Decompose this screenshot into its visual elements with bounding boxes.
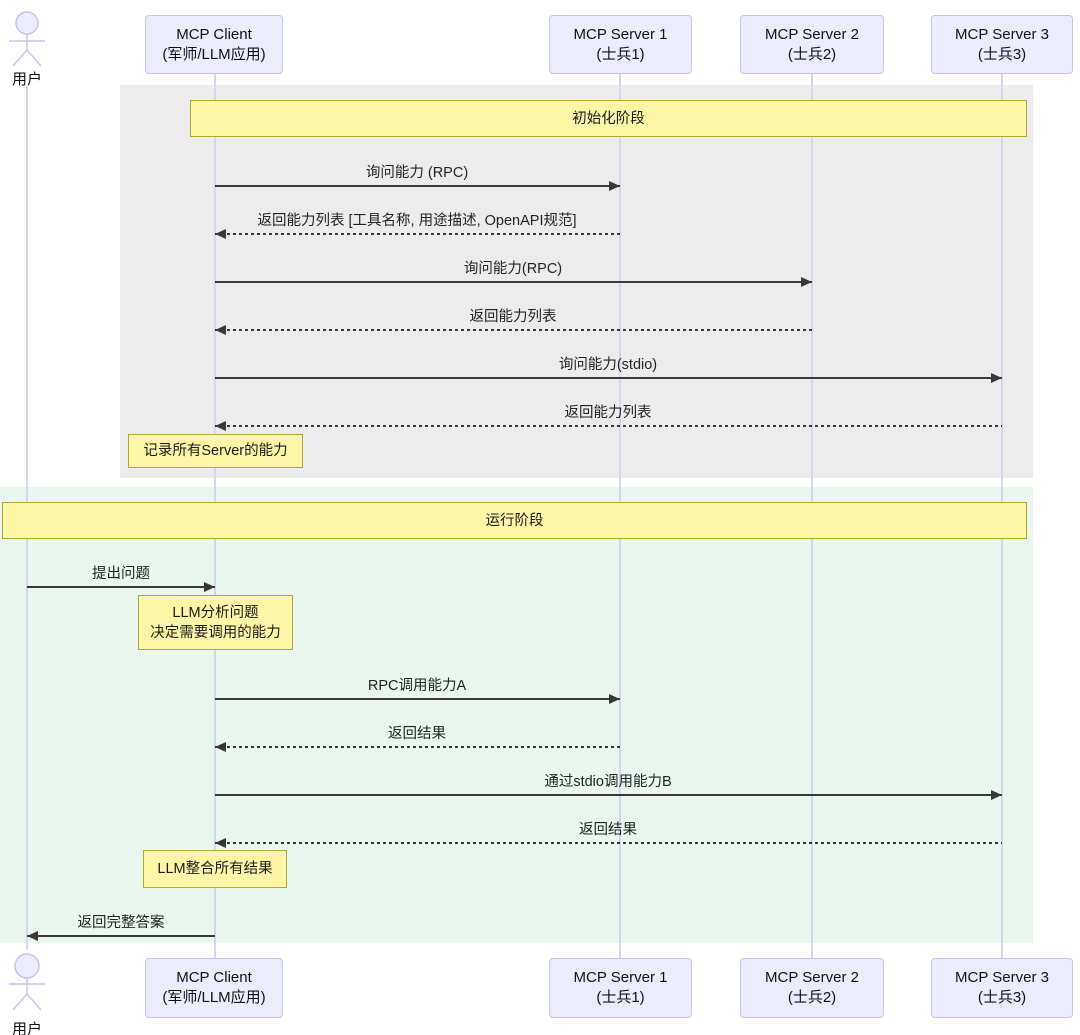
note-llm-analyze: LLM分析问题 决定需要调用的能力 (138, 595, 293, 650)
arrowhead-left-icon (215, 421, 226, 431)
participant-box-mcp-server-3-bottom: MCP Server 3 (士兵3) (931, 958, 1073, 1018)
note-text: LLM分析问题 (172, 604, 259, 621)
phase-banner-init: 初始化阶段 (190, 100, 1027, 137)
message-10-label: 通过stdio调用能力B (544, 774, 672, 790)
arrowhead-left-icon (215, 742, 226, 752)
message-4-label: 返回能力列表 (469, 309, 557, 325)
participant-box-mcp-client-bottom: MCP Client (军师/LLM应用) (145, 958, 283, 1018)
phase-banner-run: 运行阶段 (2, 502, 1027, 539)
note-text: 决定需要调用的能力 (150, 624, 281, 641)
arrowhead-left-icon (215, 838, 226, 848)
message-1-label: 询问能力 (RPC) (365, 165, 469, 181)
arrowhead-left-icon (215, 229, 226, 239)
message-9-arrow (215, 742, 620, 752)
message-6-arrow (215, 421, 1002, 431)
arrowhead-right-icon (801, 277, 812, 287)
message-3-arrow (215, 277, 812, 287)
message-3-label: 询问能力(RPC) (463, 261, 563, 277)
participant-subtitle: (军师/LLM应用) (162, 989, 266, 1006)
arrowhead-left-icon (27, 931, 38, 941)
message-1-arrow (215, 181, 620, 191)
participant-box-mcp-server-2-top: MCP Server 2 (士兵2) (740, 15, 884, 74)
user-actor-icon (9, 11, 45, 67)
actor-user-top (0, 10, 54, 70)
participant-name: MCP Server 1 (573, 969, 668, 986)
participant-name: MCP Client (176, 969, 252, 986)
participant-box-mcp-server-1-bottom: MCP Server 1 (士兵1) (549, 958, 692, 1018)
participant-subtitle: (士兵1) (596, 45, 645, 63)
participant-box-mcp-client-top: MCP Client (军师/LLM应用) (145, 15, 283, 74)
participant-subtitle: (士兵3) (977, 989, 1027, 1006)
participant-name: MCP Server 3 (955, 25, 1049, 43)
message-8-arrow (215, 694, 620, 704)
note-llm-merge: LLM整合所有结果 (143, 850, 287, 888)
participant-name: MCP Server 3 (955, 969, 1049, 986)
message-10-arrow (215, 790, 1002, 800)
participant-subtitle: (士兵1) (596, 989, 645, 1006)
participant-name: MCP Client (176, 25, 252, 43)
participant-subtitle: (军师/LLM应用) (162, 45, 266, 63)
note-text: 记录所有Server的能力 (143, 443, 288, 459)
arrowhead-right-icon (609, 181, 620, 191)
message-4-arrow (215, 325, 812, 335)
actor-user-bottom-label: 用户 (11, 1021, 42, 1035)
participant-name: MCP Server 2 (765, 25, 859, 43)
participant-name: MCP Server 1 (573, 25, 668, 43)
arrowhead-right-icon (991, 790, 1002, 800)
participant-box-mcp-server-3-top: MCP Server 3 (士兵3) (931, 15, 1073, 74)
message-12-label: 返回完整答案 (77, 915, 165, 931)
phase-banner-label: 运行阶段 (485, 512, 544, 529)
arrowhead-left-icon (215, 325, 226, 335)
arrowhead-right-icon (991, 373, 1002, 383)
participant-subtitle: (士兵3) (977, 45, 1027, 63)
participant-subtitle: (士兵2) (787, 45, 837, 63)
message-9-label: 返回结果 (388, 726, 446, 742)
message-12-arrow (27, 931, 215, 941)
note-record-capabilities: 记录所有Server的能力 (128, 434, 303, 468)
actor-user-top-label: 用户 (11, 71, 42, 88)
message-7-arrow (27, 582, 215, 592)
message-5-arrow (215, 373, 1002, 383)
actor-user-bottom (0, 950, 54, 1014)
message-5-label: 询问能力(stdio) (558, 357, 658, 373)
arrowhead-right-icon (204, 582, 215, 592)
participant-subtitle: (士兵2) (787, 989, 837, 1006)
arrowhead-right-icon (609, 694, 620, 704)
message-11-label: 返回结果 (579, 822, 637, 838)
note-text: LLM整合所有结果 (157, 861, 273, 877)
participant-box-mcp-server-2-bottom: MCP Server 2 (士兵2) (740, 958, 884, 1018)
participant-box-mcp-server-1-top: MCP Server 1 (士兵1) (549, 15, 692, 74)
message-7-label: 提出问题 (92, 566, 150, 582)
message-2-label: 返回能力列表 [工具名称, 用途描述, OpenAPI规范] (257, 213, 577, 229)
message-8-label: RPC调用能力A (367, 678, 467, 694)
participant-name: MCP Server 2 (765, 969, 859, 986)
message-11-arrow (215, 838, 1002, 848)
user-actor-icon (9, 953, 45, 1011)
phase-banner-label: 初始化阶段 (572, 110, 645, 127)
message-2-arrow (215, 229, 620, 239)
message-6-label: 返回能力列表 (564, 405, 652, 421)
